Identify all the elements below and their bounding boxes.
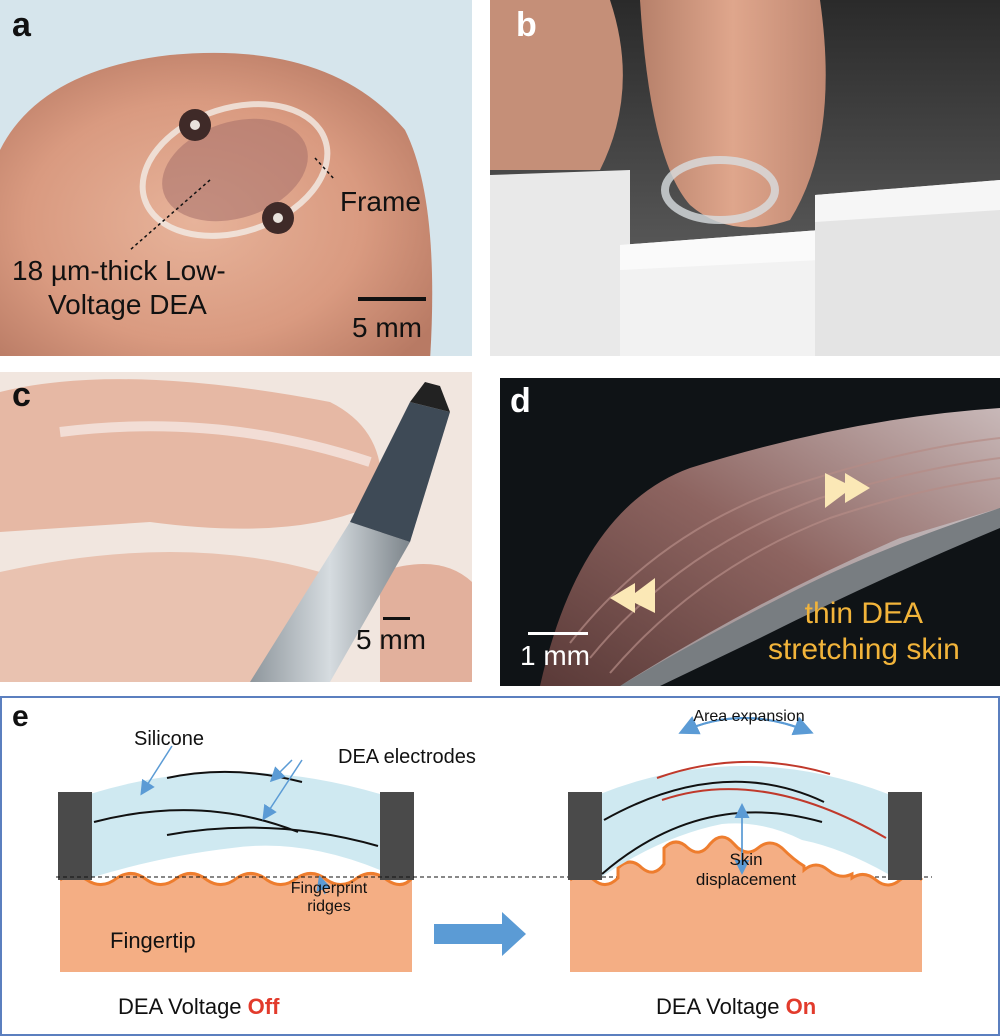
dea-label: 18 µm-thick Low- Voltage DEA: [12, 254, 226, 321]
area-expansion-label: Area expansion: [693, 708, 805, 725]
arrow-icon: [610, 578, 655, 613]
arrow-icon: [825, 473, 870, 508]
caption-off-state: Off: [247, 994, 280, 1019]
transition-arrow-icon: [434, 912, 526, 956]
panel-label: e: [12, 700, 29, 733]
scale-label: 5 mm: [352, 312, 422, 343]
dea-stretching-skin-image: [500, 378, 1000, 686]
scale-bar: [528, 632, 588, 635]
silicone-label: Silicone: [134, 728, 205, 750]
skin-line1: Skin: [729, 850, 763, 869]
dea-schematic-diagram: [56, 716, 932, 972]
frame-block: [58, 792, 92, 880]
frame-block: [888, 792, 922, 880]
finger-holding-pen-image: [0, 372, 472, 682]
caption-off-prefix: DEA Voltage: [118, 994, 242, 1019]
caption-on-prefix: DEA Voltage: [656, 994, 780, 1019]
dea-label-line1: 18 µm-thick Low-: [12, 255, 226, 286]
panel-b-photo: b: [490, 0, 1000, 356]
panel-d-photo: d 1 mm thin DEA stretching skin: [500, 378, 1000, 686]
caption-line1: thin DEA: [804, 597, 924, 630]
scale-label: 5 mm: [356, 624, 426, 655]
frame-label: Frame: [340, 186, 421, 217]
caption-voltage-off: DEA Voltage Off: [118, 994, 279, 1020]
panel-label: c: [12, 376, 31, 414]
panel-c-photo: c 5 mm: [0, 372, 472, 682]
fingerprint-line2: ridges: [307, 898, 351, 916]
scale-label: 1 mm: [520, 640, 590, 671]
caption-voltage-on: DEA Voltage On: [656, 994, 816, 1020]
panel-label: b: [516, 6, 537, 44]
caption-on-state: On: [785, 994, 817, 1019]
panel-label: a: [12, 6, 31, 44]
skin-line2: displacement: [695, 869, 797, 889]
scale-bar: [383, 617, 410, 620]
dea-label-line2: Voltage DEA: [48, 288, 207, 320]
skin-displacement-label: Skin displacement: [686, 850, 806, 889]
finger-with-dea-image: [0, 0, 472, 356]
panel-a-photo: a Frame 18 µm-thick Low- Voltage DEA 5 m…: [0, 0, 472, 356]
panel-e-schematic: e Silicone DEA electrodes Fingerprint ri…: [0, 696, 1000, 1036]
fingerprint-line1: Fingerprint: [290, 880, 368, 897]
dea-caption: thin DEA stretching skin: [768, 596, 960, 668]
fingertip-label: Fingertip: [110, 928, 196, 953]
finger-on-blocks-image: [490, 0, 1000, 356]
frame-block: [380, 792, 414, 880]
frame-block: [568, 792, 602, 880]
fingerprint-ridges-label: Fingerprint ridges: [284, 880, 374, 917]
dea-electrodes-label: DEA electrodes: [338, 746, 476, 768]
caption-line2: stretching skin: [768, 633, 960, 666]
scale-bar: [358, 297, 426, 301]
panel-label: d: [510, 382, 531, 420]
